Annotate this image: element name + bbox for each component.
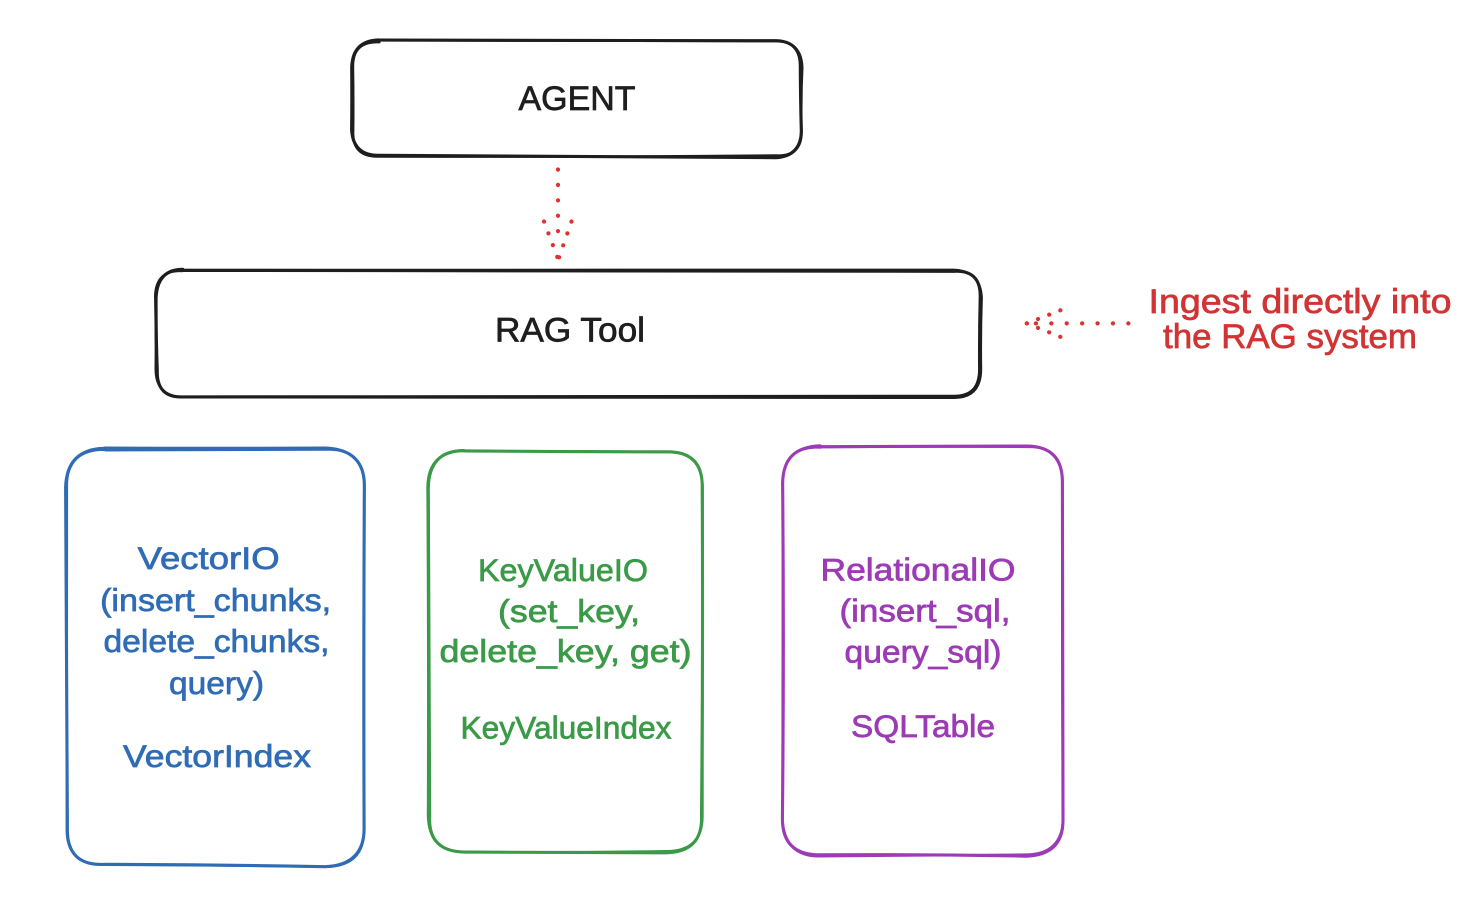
svg-text:RelationalIO: RelationalIO (821, 552, 1016, 588)
svg-text:RAG Tool: RAG Tool (495, 312, 645, 350)
svg-text:SQLTable: SQLTable (851, 708, 995, 744)
svg-text:(insert_sql,: (insert_sql, (840, 593, 1011, 629)
svg-text:KeyValueIO: KeyValueIO (478, 552, 648, 588)
svg-text:(set_key,: (set_key, (498, 593, 640, 629)
svg-text:delete_chunks,: delete_chunks, (104, 623, 330, 659)
svg-text:VectorIndex: VectorIndex (123, 738, 311, 774)
svg-text:VectorIO: VectorIO (138, 540, 280, 576)
svg-text:query_sql): query_sql) (845, 634, 1002, 670)
svg-text:the RAG system: the RAG system (1163, 318, 1417, 356)
svg-text:KeyValueIndex: KeyValueIndex (461, 710, 672, 746)
svg-text:AGENT: AGENT (519, 80, 636, 118)
svg-text:delete_key, get): delete_key, get) (440, 633, 692, 669)
svg-text:query): query) (169, 665, 264, 701)
svg-text:Ingest directly into: Ingest directly into (1149, 283, 1452, 321)
svg-text:(insert_chunks,: (insert_chunks, (100, 582, 331, 618)
